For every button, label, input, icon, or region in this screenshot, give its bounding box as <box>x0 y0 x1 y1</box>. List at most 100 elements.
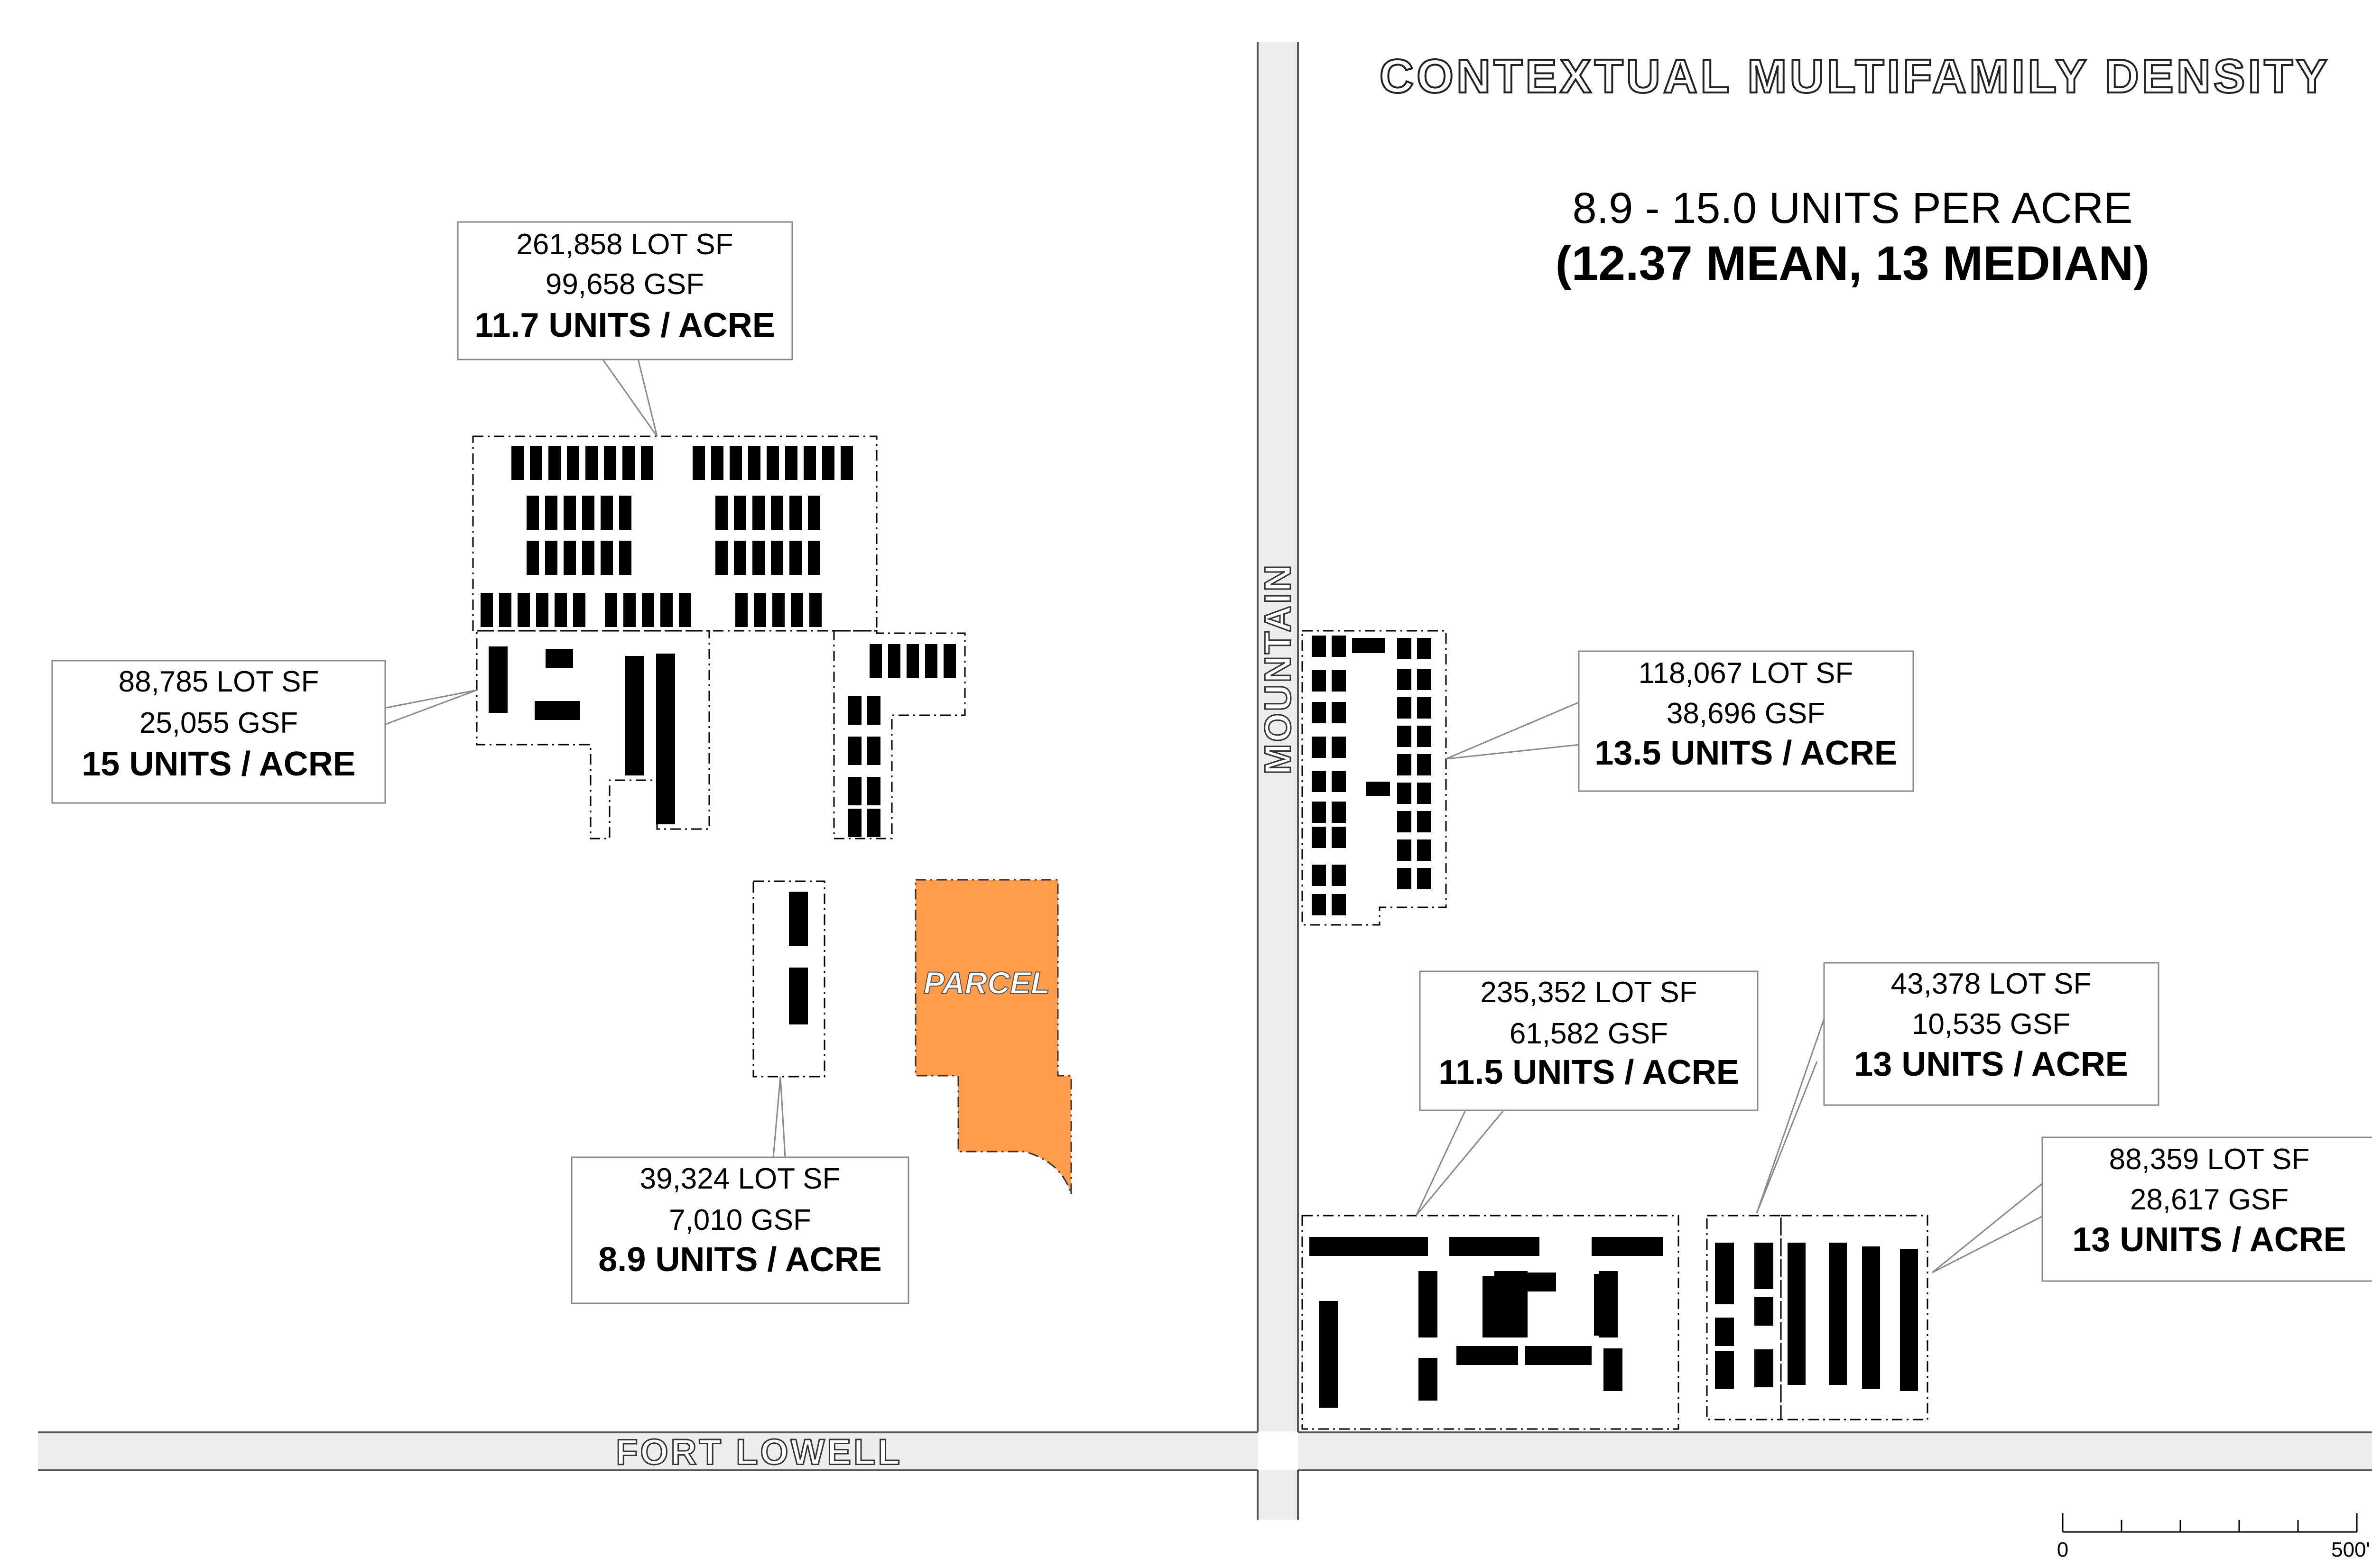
building <box>601 541 613 575</box>
building <box>925 644 937 678</box>
building <box>789 541 802 575</box>
building <box>822 446 834 480</box>
lot-outline-15 <box>476 630 710 839</box>
building-group-11-7 <box>481 446 853 627</box>
building <box>809 593 822 627</box>
building <box>1312 737 1326 758</box>
map-title: CONTEXTUAL MULTIFAMILY DENSITY <box>1380 50 2330 103</box>
building <box>715 496 728 530</box>
building <box>1397 839 1411 861</box>
building <box>1332 737 1346 758</box>
callout-15: 88,785 LOT SF 25,055 GSF 15 UNITS / ACRE <box>51 660 386 804</box>
callout-density: 13 UNITS / ACRE <box>2072 1221 2346 1259</box>
building <box>1397 726 1411 747</box>
building <box>944 644 956 678</box>
lot-outline-11-5 <box>1301 1215 1679 1430</box>
scale-bar-end: 500' <box>2331 1538 2370 1561</box>
building <box>1332 670 1346 692</box>
lot-outline-11-7-east <box>833 630 966 839</box>
building <box>585 446 598 480</box>
callout-leaders <box>384 359 2044 1273</box>
building <box>1332 865 1346 886</box>
building-group-15 <box>489 646 675 824</box>
building-footprints <box>481 446 1918 1408</box>
callout-13-a: 43,378 LOT SF 10,535 GSF 13 UNITS / ACRE <box>1823 962 2159 1106</box>
building <box>1397 868 1411 889</box>
callout-gsf: 61,582 GSF <box>1510 1017 1668 1050</box>
building <box>564 541 576 575</box>
building <box>1397 811 1411 832</box>
building <box>605 593 617 627</box>
building <box>1417 697 1431 719</box>
building <box>1332 771 1346 792</box>
building-group-13 <box>1715 1243 1918 1391</box>
building <box>1332 894 1346 915</box>
building <box>567 446 579 480</box>
building <box>771 541 783 575</box>
building <box>767 446 779 480</box>
lot-outlines <box>472 435 1928 1430</box>
building <box>1397 783 1411 804</box>
building <box>734 496 746 530</box>
street-label-fort-lowell: FORT LOWELL <box>616 1432 902 1473</box>
density-stats: (12.37 MEAN, 13 MEDIAN) <box>1556 236 2150 290</box>
building-group-8-9 <box>789 892 808 1024</box>
building <box>619 541 631 575</box>
callout-density: 13.5 UNITS / ACRE <box>1594 734 1897 772</box>
building <box>867 809 880 837</box>
building <box>511 446 524 480</box>
building <box>582 541 594 575</box>
callout-lot: 261,858 LOT SF <box>516 228 733 261</box>
building <box>527 541 539 575</box>
building <box>791 593 803 627</box>
building <box>530 446 542 480</box>
building <box>1312 702 1326 723</box>
building <box>848 737 862 765</box>
subject-parcel <box>915 879 1072 1195</box>
building <box>548 446 561 480</box>
callout-boxes: 261,858 LOT SF 99,658 GSF 11.7 UNITS / A… <box>51 221 2372 1304</box>
building <box>772 593 785 627</box>
building <box>545 541 557 575</box>
callout-lot: 43,378 LOT SF <box>1891 968 2092 1000</box>
building <box>1397 638 1411 659</box>
building <box>623 593 636 627</box>
building <box>1366 782 1390 796</box>
building <box>848 809 862 837</box>
building <box>752 496 765 530</box>
callout-density: 13 UNITS / ACRE <box>1854 1045 2128 1083</box>
building <box>679 593 691 627</box>
building <box>1417 754 1431 775</box>
building <box>789 496 802 530</box>
building <box>785 446 797 480</box>
building <box>555 593 567 627</box>
building <box>771 496 783 530</box>
building <box>622 446 635 480</box>
lot-outline-13-b <box>1780 1215 1928 1420</box>
lot-outline-13-5 <box>1301 630 1447 926</box>
building <box>481 593 493 627</box>
building <box>1332 636 1346 657</box>
building <box>752 541 765 575</box>
mountain-road-north <box>1258 42 1298 1431</box>
building <box>1312 802 1326 823</box>
callout-gsf: 99,658 GSF <box>546 268 704 301</box>
fort-lowell-road-east <box>1298 1432 2372 1470</box>
building <box>1417 726 1431 747</box>
building <box>804 446 816 480</box>
building <box>545 496 557 530</box>
callout-13-5: 118,067 LOT SF 38,696 GSF 13.5 UNITS / A… <box>1578 650 1914 792</box>
building <box>1312 636 1326 657</box>
building <box>1352 638 1385 653</box>
building <box>1312 865 1326 886</box>
callout-lot: 118,067 LOT SF <box>1639 657 1853 690</box>
callout-density: 11.5 UNITS / ACRE <box>1438 1053 1739 1091</box>
building <box>1312 894 1326 915</box>
building <box>907 644 919 678</box>
building <box>693 446 705 480</box>
building <box>1332 802 1346 823</box>
building <box>564 496 576 530</box>
callout-density: 11.7 UNITS / ACRE <box>474 306 775 344</box>
building <box>808 496 820 530</box>
